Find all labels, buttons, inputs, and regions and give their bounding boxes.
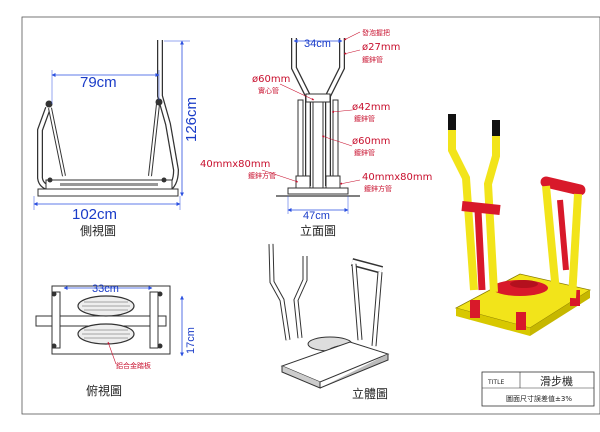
tolerance-note: 圖面尺寸誤差值±3%: [506, 394, 572, 403]
note-rect-right: 40mmx80mm: [362, 172, 432, 183]
note-d42: ø42mm: [352, 102, 390, 113]
title-value: 滑步機: [540, 374, 573, 388]
side-right-upright: [157, 40, 180, 193]
note-galv-square-left: 鍍鋅方管: [248, 171, 276, 180]
front-top-width: 34cm: [304, 38, 331, 50]
note-pedal: 鋁合金踏板: [116, 361, 151, 370]
side-width-top: 79cm: [80, 74, 117, 91]
note-d27: ø27mm: [362, 42, 400, 53]
top-view: 33cm 17cm 鋁合金踏板 俯視圖: [35, 283, 197, 398]
front-view: 34cm 47cm 立面圖 發泡握把 ø27mm 鍍鋅管 ø60mm 實心管 ø…: [200, 28, 432, 238]
note-d60a: ø60mm: [252, 74, 290, 85]
note-galv1: 鍍鋅管: [362, 55, 383, 64]
note-core: 實心管: [258, 86, 279, 95]
front-view-caption: 立面圖: [300, 223, 336, 238]
top-pedal-span: 33cm: [92, 283, 119, 295]
note-handle-grip: 發泡握把: [362, 28, 390, 37]
title-block: TITLE 滑步機 圖面尺寸誤差值±3%: [481, 371, 595, 407]
title-label: TITLE: [487, 379, 504, 386]
top-view-caption: 俯視圖: [86, 383, 122, 398]
iso-view: 立體圖: [268, 243, 390, 401]
side-view-caption: 側視圖: [80, 223, 116, 238]
top-depth: 17cm: [185, 327, 197, 354]
note-d60b: ø60mm: [352, 136, 390, 147]
sheet-border: [21, 16, 600, 415]
side-height: 126cm: [183, 97, 200, 142]
side-width-bottom: 102cm: [72, 206, 117, 223]
iso-view-caption: 立體圖: [352, 386, 388, 401]
note-galv3: 鍍鋅管: [354, 148, 375, 157]
note-rect-left: 40mmx80mm: [200, 159, 270, 170]
color-render: [448, 114, 592, 336]
side-view: 79cm 126cm 102cm 側視圖: [33, 40, 200, 238]
note-galv2: 鍍鋅管: [354, 114, 375, 123]
note-galv-square-right: 鍍鋅方管: [364, 184, 392, 193]
front-base-width: 47cm: [303, 210, 330, 222]
